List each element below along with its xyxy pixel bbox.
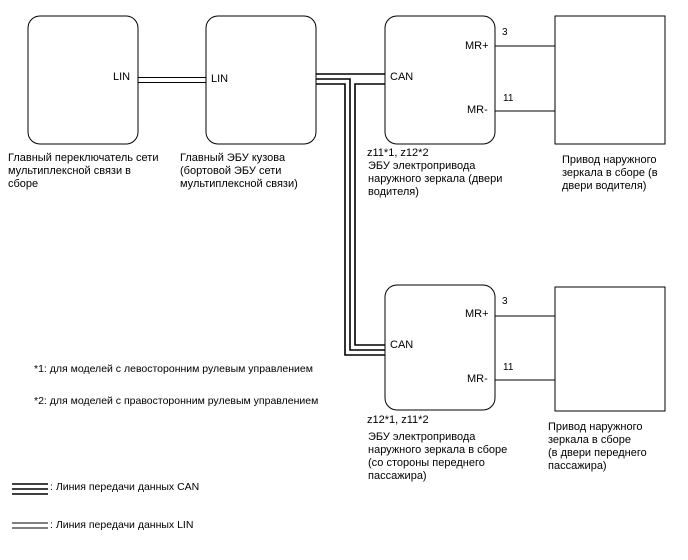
body-ecu-box xyxy=(205,15,317,145)
driver-ecu-caption: ЭБУ электропривода наружного зеркала (дв… xyxy=(368,160,503,198)
main-switch-box xyxy=(27,15,139,145)
driver-mirror-ecu-box xyxy=(384,15,496,145)
driver-actuator-caption: Привод наружного зеркала в сборе (в двер… xyxy=(562,154,658,192)
passenger-actuator-box xyxy=(554,286,666,412)
footnote-1: *1: для моделей с левосторонним рулевым … xyxy=(34,363,313,375)
passenger-ecu-caption: ЭБУ электропривода наружного зеркала в с… xyxy=(368,431,508,482)
passenger-actuator-caption: Привод наружного зеркала в сборе (в двер… xyxy=(548,421,647,472)
driver-mirror-ecu-port-label: CAN xyxy=(390,71,414,83)
body-ecu-port-label: LIN xyxy=(211,73,229,85)
passenger-pin-minus-number: 11 xyxy=(503,362,514,373)
passenger-ecu-connector-code: z12*1, z11*2 xyxy=(367,414,429,426)
passenger-mirror-ecu-box xyxy=(384,284,496,411)
driver-mr-plus-label: MR+ xyxy=(465,40,489,52)
passenger-mr-plus-label: MR+ xyxy=(465,308,489,320)
legend-lin-label: : Линия передачи данных LIN xyxy=(50,519,194,531)
can-bus-line xyxy=(316,73,385,356)
passenger-mr-minus-label: MR- xyxy=(467,373,488,385)
body-ecu-caption: Главный ЭБУ кузова (бортовой ЭБУ сети му… xyxy=(180,152,298,190)
driver-actuator-box xyxy=(554,15,666,145)
legend-lin-symbol xyxy=(12,522,48,529)
passenger-mirror-ecu-port-label: CAN xyxy=(390,339,414,351)
driver-pin-plus-number: 3 xyxy=(502,27,508,38)
driver-mr-minus-label: MR- xyxy=(467,104,488,116)
passenger-mirror-wires xyxy=(495,315,555,381)
legend-can-symbol xyxy=(12,483,48,495)
footnote-2: *2: для моделей с правосторонним рулевым… xyxy=(34,395,319,407)
main-switch-port-label: LIN xyxy=(113,71,131,83)
driver-pin-minus-number: 11 xyxy=(503,93,514,104)
lin-bus-line xyxy=(138,77,206,83)
legend-can-label: : Линия передачи данных CAN xyxy=(50,481,200,493)
main-switch-caption: Главный переключатель сети мультиплексно… xyxy=(8,152,159,190)
driver-mirror-wires xyxy=(495,45,555,112)
passenger-pin-plus-number: 3 xyxy=(502,296,508,307)
driver-ecu-connector-code: z11*1, z12*2 xyxy=(367,147,429,159)
